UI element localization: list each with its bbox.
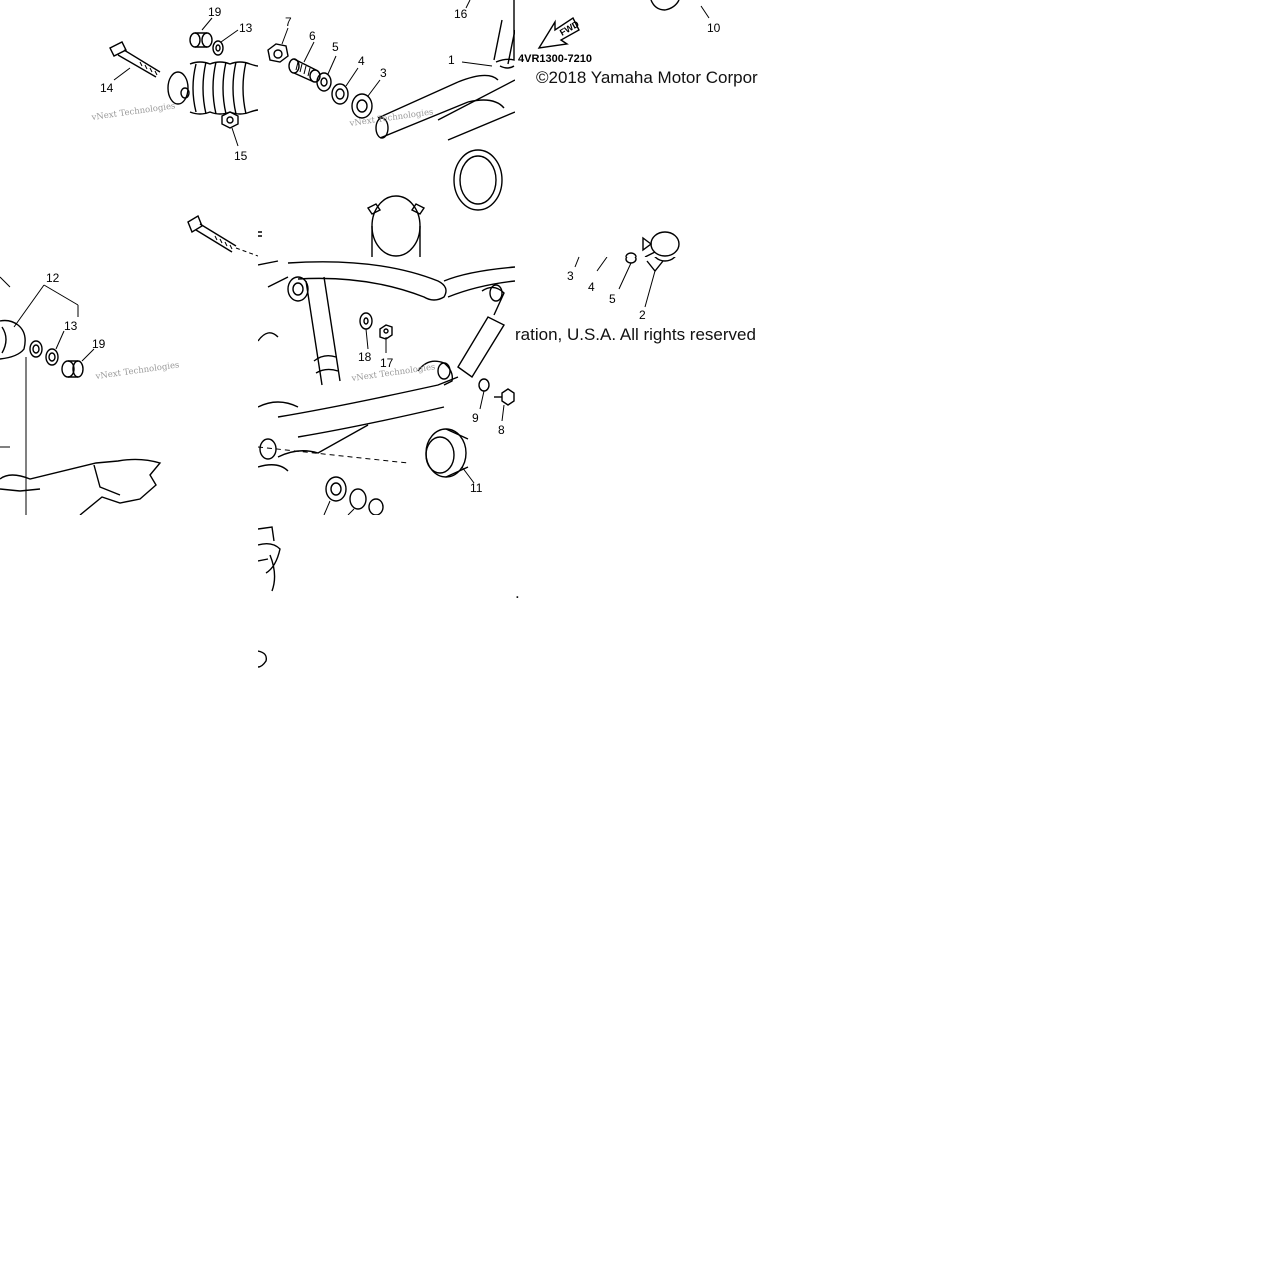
copyright-text: ©2018 Yamaha Motor Corpor	[536, 68, 758, 87]
callout-12: 12	[46, 271, 60, 285]
diagram-tile-shock-bottom: 12 13 19 vNext Technologies	[0, 257, 258, 515]
diagram-tile-frame-top: FWD 10 4VR1300-7210 ©2018 Yamaha Motor C…	[515, 0, 772, 257]
diagram-tile-pivot-top: 7 6 5 4 3 vNext Technologies	[258, 0, 515, 257]
callout-4: 4	[358, 54, 365, 68]
callout-15: 15	[234, 149, 248, 163]
callout-8: 8	[498, 423, 505, 437]
watermark: vNext Technologies	[348, 107, 434, 129]
callout-19: 19	[208, 5, 222, 19]
diagram-tile-swingarm: 18 17 9 8 11 vNext Technologies	[258, 257, 515, 515]
copyright-text-end: .	[515, 583, 520, 602]
callout-13: 13	[239, 21, 253, 35]
frame-top-drawing: FWD 10 4VR1300-7210	[518, 0, 721, 257]
callout-3: 3	[380, 66, 387, 80]
callout-6: 6	[309, 29, 316, 43]
callout-10: 10	[707, 21, 721, 35]
diagram-tile-frame-bottom: 3 4 5 2 ration, U.S.A. All rights reserv…	[515, 257, 772, 515]
callout-17: 17	[380, 356, 394, 370]
callout-3: 3	[567, 269, 574, 283]
watermark: vNext Technologies	[94, 360, 180, 382]
callouts-1-16: 16 1	[448, 0, 515, 69]
part-code: 4VR1300-7210	[518, 53, 592, 65]
callout-1: 1	[448, 53, 455, 67]
diagram-tile-fragment	[258, 515, 515, 675]
callout-16: 16	[454, 7, 468, 21]
fragment-drawing	[258, 526, 281, 668]
callout-4: 4	[588, 280, 595, 294]
callout-2: 2	[639, 308, 646, 322]
callout-14: 14	[100, 81, 114, 95]
shock-bottom-drawing: 12 13 19 vNext Technologies	[0, 271, 180, 515]
frame-bottom-drawing: 3 4 5 2	[567, 257, 676, 322]
callout-11: 11	[470, 481, 483, 495]
watermark: vNext Technologies	[90, 101, 176, 123]
swingarm-drawing: 18 17 9 8 11 vNext Technologies	[258, 260, 515, 515]
callout-13: 13	[64, 319, 78, 333]
callout-5: 5	[332, 40, 339, 54]
diagram-tile-shock-top: 19 13 14 15 vNext Technologies	[0, 0, 258, 257]
callout-19: 19	[92, 337, 106, 351]
callout-5: 5	[609, 292, 616, 306]
callout-9: 9	[472, 411, 479, 425]
callout-18: 18	[358, 350, 372, 364]
callout-7: 7	[285, 15, 292, 29]
copyright-text-continued: ration, U.S.A. All rights reserved	[515, 325, 756, 344]
pivot-top-drawing: 7 6 5 4 3 vNext Technologies	[258, 15, 515, 257]
shock-top-drawing: 19 13 14 15 vNext Technologies	[90, 5, 258, 257]
